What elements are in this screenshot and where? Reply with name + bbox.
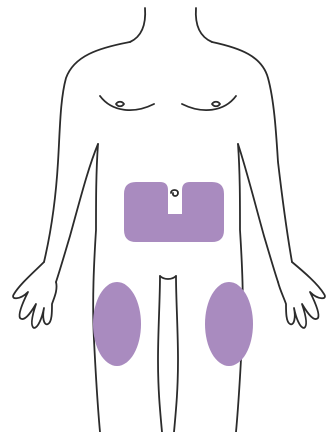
left-arm-inner bbox=[56, 144, 98, 282]
right-hand bbox=[278, 262, 325, 328]
right-pectoral bbox=[182, 96, 236, 110]
neck-right bbox=[196, 8, 212, 42]
left-nipple bbox=[116, 102, 124, 107]
left-hand bbox=[13, 262, 56, 328]
right-nipple bbox=[212, 102, 220, 107]
navel bbox=[171, 190, 178, 196]
groin-line bbox=[160, 276, 176, 279]
right-arm-inner bbox=[238, 144, 278, 282]
left-shoulder-arm-outer bbox=[44, 42, 130, 262]
inner-leg-right bbox=[174, 276, 178, 432]
torso-left bbox=[93, 144, 100, 432]
left-thigh-highlight bbox=[93, 282, 141, 366]
right-thigh-highlight bbox=[205, 282, 253, 366]
neck-left bbox=[130, 8, 145, 42]
inner-leg-left bbox=[158, 276, 162, 432]
left-pectoral bbox=[100, 96, 154, 110]
abdomen-highlight bbox=[124, 182, 224, 242]
